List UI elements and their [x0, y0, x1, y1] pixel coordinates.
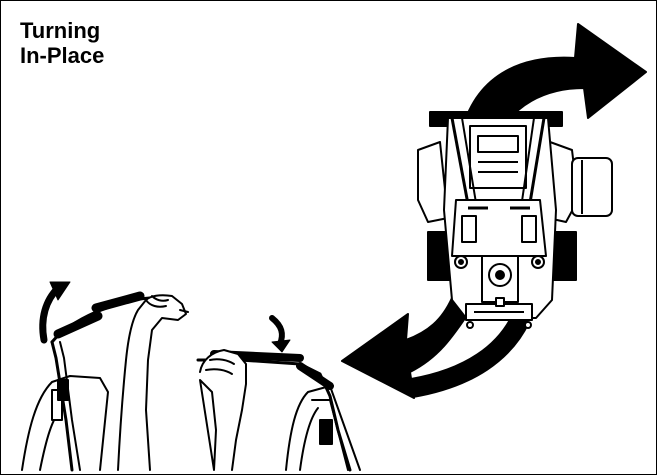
- left-hand: [118, 295, 186, 470]
- right-control-view: [198, 318, 360, 470]
- mower-top-view: [418, 112, 612, 328]
- right-hand: [200, 350, 246, 470]
- fuel-tank: [572, 158, 612, 216]
- left-control-view: [22, 282, 188, 470]
